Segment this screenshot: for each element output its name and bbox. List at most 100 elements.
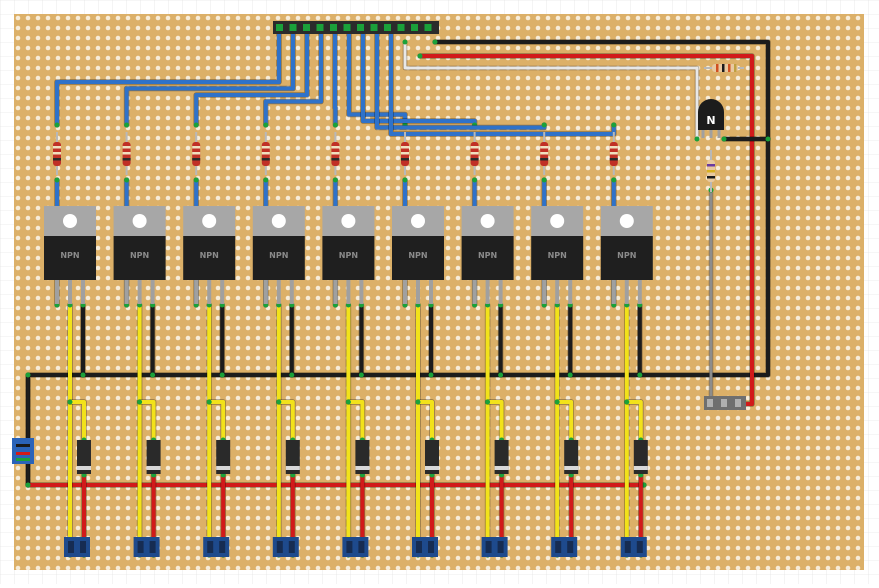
transistor-mount-hole [411,214,425,228]
terminal-screw [150,541,156,553]
resistor-band [123,158,131,161]
terminal-body [273,537,299,557]
ground-wire-9-end-b [637,373,642,378]
header-pin [290,24,297,31]
diode-4 [286,440,300,474]
power-terminal-pin [721,399,727,407]
transistor-mount-hole [133,214,147,228]
diode-8 [564,440,578,474]
battery-connector [12,438,34,464]
sense-resistor-band [707,176,715,179]
ground-wire-5-end-b [359,373,364,378]
transistor-leg [625,280,629,304]
resistor-band [262,158,270,161]
battery-lead-wire-end-a [26,373,31,378]
resistor-band [53,158,61,161]
ground-wire-2-end-b [150,373,155,378]
diode-6 [425,440,439,474]
transistor-mount-hole [202,214,216,228]
transistor-label: NPN [548,251,567,260]
transistor-leg [568,280,572,304]
control-wire-end-a [403,40,408,45]
power-terminal-pin [735,399,741,407]
diode-band [216,466,230,470]
terminal-screw [567,541,573,553]
small-transistor-ground-wire-end-a [722,137,727,142]
header-pin [384,24,391,31]
resistor-band [123,146,131,149]
header-pin [357,24,364,31]
signal-wire-5-end-b [333,123,338,128]
output-terminal-2 [134,537,160,557]
header-pin [276,24,283,31]
diode-band [355,466,369,470]
transistor-label: NPN [478,251,497,260]
transistor-mount-hole [341,214,355,228]
base-wire-7-end-a [472,178,477,183]
small-transistor-leg [718,130,721,138]
diode-band [286,466,300,470]
diode-band [495,466,509,470]
transistor-leg [416,280,420,304]
transistor-mount-hole [550,214,564,228]
terminal-screw [358,541,364,553]
terminal-screw [138,541,144,553]
terminal-screw [637,541,643,553]
transistor-leg [68,280,72,304]
signal-wire-3-end-b [194,123,199,128]
terminal-body [412,537,438,557]
header-pin [303,24,310,31]
resistor-band [192,158,200,161]
transistor-leg [638,280,642,304]
diode-top-wire-6-end-a [416,400,421,405]
base-wire-4-end-a [263,178,268,183]
diode-2 [147,440,161,474]
base-resistor-band [722,64,725,72]
ground-wire-6-end-b [429,373,434,378]
transistor-leg [220,280,224,304]
diode-top-wire-3-end-a [207,400,212,405]
terminal-screw [416,541,422,553]
terminal-screw [277,541,283,553]
transistor-mount-hole [272,214,286,228]
terminal-body [342,537,368,557]
signal-wire-1-end-b [55,123,60,128]
resistor-band [331,152,339,155]
diode-top-wire-8-end-a [555,400,560,405]
base-wire-3-end-a [194,178,199,183]
terminal-screw [555,541,561,553]
terminal-screw [80,541,86,553]
terminal-screw [68,541,74,553]
diode-top-wire-2-end-a [137,400,142,405]
header-pin [344,24,351,31]
transistor-mount-hole [481,214,495,228]
terminal-body [621,537,647,557]
resistor-band [401,146,409,149]
resistor-band [262,146,270,149]
resistor-band [53,146,61,149]
base-resistor-band [716,64,719,72]
diode-5 [355,440,369,474]
battery-pin-aux [16,458,30,461]
resistor-band [610,158,618,161]
diode-top-wire-7-end-a [485,400,490,405]
transistor-mount-hole [620,214,634,228]
terminal-screw [486,541,492,553]
output-terminal-3 [203,537,229,557]
transistor-leg [359,280,363,304]
diode-band [77,466,91,470]
sense-resistor-band [707,170,715,173]
resistor-band [401,152,409,155]
diode-1 [77,440,91,474]
ground-wire-3-end-b [220,373,225,378]
transistor-leg [555,280,559,304]
ground-wire-8-end-b [568,373,573,378]
transistor-mount-hole [63,214,77,228]
ground-wire-7-end-b [498,373,503,378]
control-wire-end-b [695,137,700,142]
ground-wire-4-end-b [289,373,294,378]
transistor-leg [125,280,129,304]
signal-wire-9-end-b [611,123,616,128]
base-wire-6-end-a [403,178,408,183]
